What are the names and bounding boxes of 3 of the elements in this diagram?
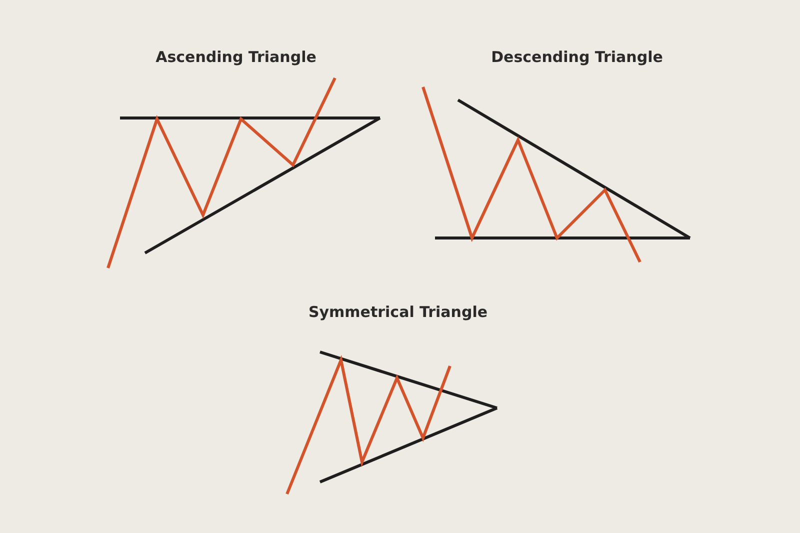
chart-title: Ascending Triangle	[156, 48, 316, 66]
chart-title: Symmetrical Triangle	[308, 303, 488, 321]
chart-title: Descending Triangle	[491, 48, 663, 66]
